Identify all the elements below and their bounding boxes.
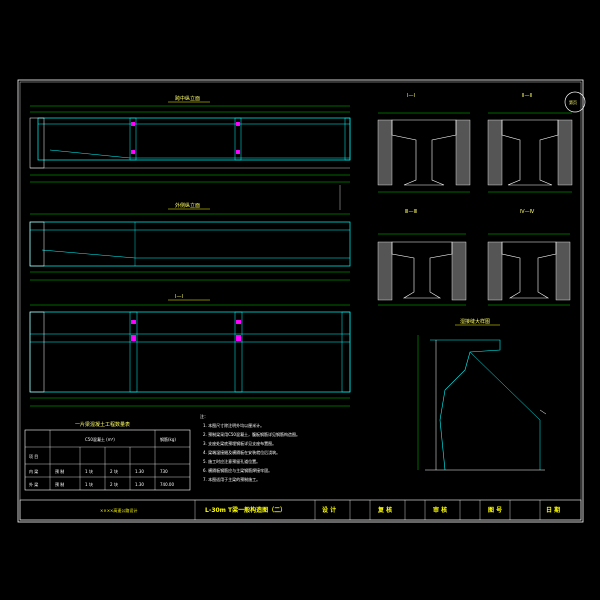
tb-design: 设 计 (322, 506, 336, 514)
notes: 注： 1. 本图尺寸除注明外均以厘米计。 2. 预制梁采用C50混凝土，腹板钢筋… (200, 413, 300, 482)
note-line-7: 7. 本图适用于主梁的预制施工。 (203, 476, 260, 482)
table-row-1-c3: 2 块 (110, 468, 118, 474)
table-row-1-c1: 预 制 (55, 468, 64, 474)
note-line-2: 2. 预制梁采用C50混凝土，腹板钢筋详见钢筋构造图。 (203, 431, 300, 437)
section-3: Ⅲ—Ⅲ (377, 209, 467, 306)
section-2: Ⅱ—Ⅱ (487, 93, 573, 193)
table-row-2-c4: 1.30 (135, 482, 144, 487)
note-line-6: 6. 横隔板钢筋应与主梁钢筋焊接牢固。 (203, 467, 272, 473)
top-view-title: 跨中纵立面 (175, 95, 200, 102)
stamp-text: 第页 (569, 99, 577, 105)
outer-frame (17, 79, 584, 523)
note-line-1: 1. 本图尺寸除注明外均以厘米计。 (203, 422, 264, 428)
joint-detail: 湿接缝大样图 (417, 318, 547, 471)
middle-elevation-view: 外侧纵立面 (29, 202, 351, 281)
section-2-title: Ⅱ—Ⅱ (522, 93, 532, 99)
tb-approve: 审 核 (433, 506, 447, 514)
table-row-1-name: 内 梁 (29, 468, 38, 474)
detail-title: 湿接缝大样图 (460, 318, 490, 325)
stamp: 第页 (564, 91, 586, 113)
table-row-2-c3: 2 块 (110, 481, 118, 487)
section-3-title: Ⅲ—Ⅲ (405, 209, 417, 215)
tb-date: 日 期 (546, 506, 560, 514)
table-header-group: C50混凝土 (m³) (85, 436, 115, 442)
table-row-2-name: 外 梁 (29, 481, 38, 487)
top-elevation-view: 跨中纵立面 (29, 95, 351, 210)
table-title: 一片梁混凝土工程数量表 (75, 421, 130, 428)
section-4-title: Ⅳ—Ⅳ (520, 209, 535, 215)
section-4: Ⅳ—Ⅳ (487, 209, 571, 306)
table-row-1-c2: 1 块 (85, 468, 93, 474)
bottom-plan-view: Ⅰ—Ⅰ (29, 294, 351, 407)
table-row-1-c4: 1.30 (135, 469, 144, 474)
table-header-total: 钢筋(kg) (160, 436, 176, 442)
note-line-5: 5. 施工时应注意预留孔道位置。 (203, 458, 260, 464)
table-row-2-c1: 预 制 (55, 481, 64, 487)
tb-drawing-no: 图 号 (488, 506, 502, 514)
tb-review: 复 核 (377, 506, 392, 514)
section-1: Ⅰ—Ⅰ (377, 93, 471, 193)
table-header-item: 项 目 (29, 453, 38, 459)
bottom-view-title: Ⅰ—Ⅰ (175, 294, 183, 300)
note-line-4: 4. 梁端湿接缝及横隔板在安装就位后浇筑。 (203, 449, 280, 455)
table-row-2-c5: 740.00 (160, 482, 174, 487)
tb-project: ××××高速公路设计 (100, 507, 137, 513)
note-line-3: 3. 支座处梁底预埋钢板详见支座布置图。 (203, 440, 276, 446)
section-1-title: Ⅰ—Ⅰ (407, 93, 415, 99)
quantity-table: 一片梁混凝土工程数量表 项 目 C50混凝土 (m³) 钢筋(kg) 内 梁 预… (24, 421, 191, 491)
mid-view-title: 外侧纵立面 (175, 202, 200, 209)
tb-drawing-title: L-30m T梁一般构造图（二） (205, 506, 286, 514)
table-row-1-c5: 730 (160, 469, 168, 474)
notes-heading: 注： (200, 413, 208, 419)
table-row-2-c2: 1 块 (85, 481, 93, 487)
title-block: ××××高速公路设计 L-30m T梁一般构造图（二） 设 计 复 核 审 核 … (19, 499, 582, 521)
